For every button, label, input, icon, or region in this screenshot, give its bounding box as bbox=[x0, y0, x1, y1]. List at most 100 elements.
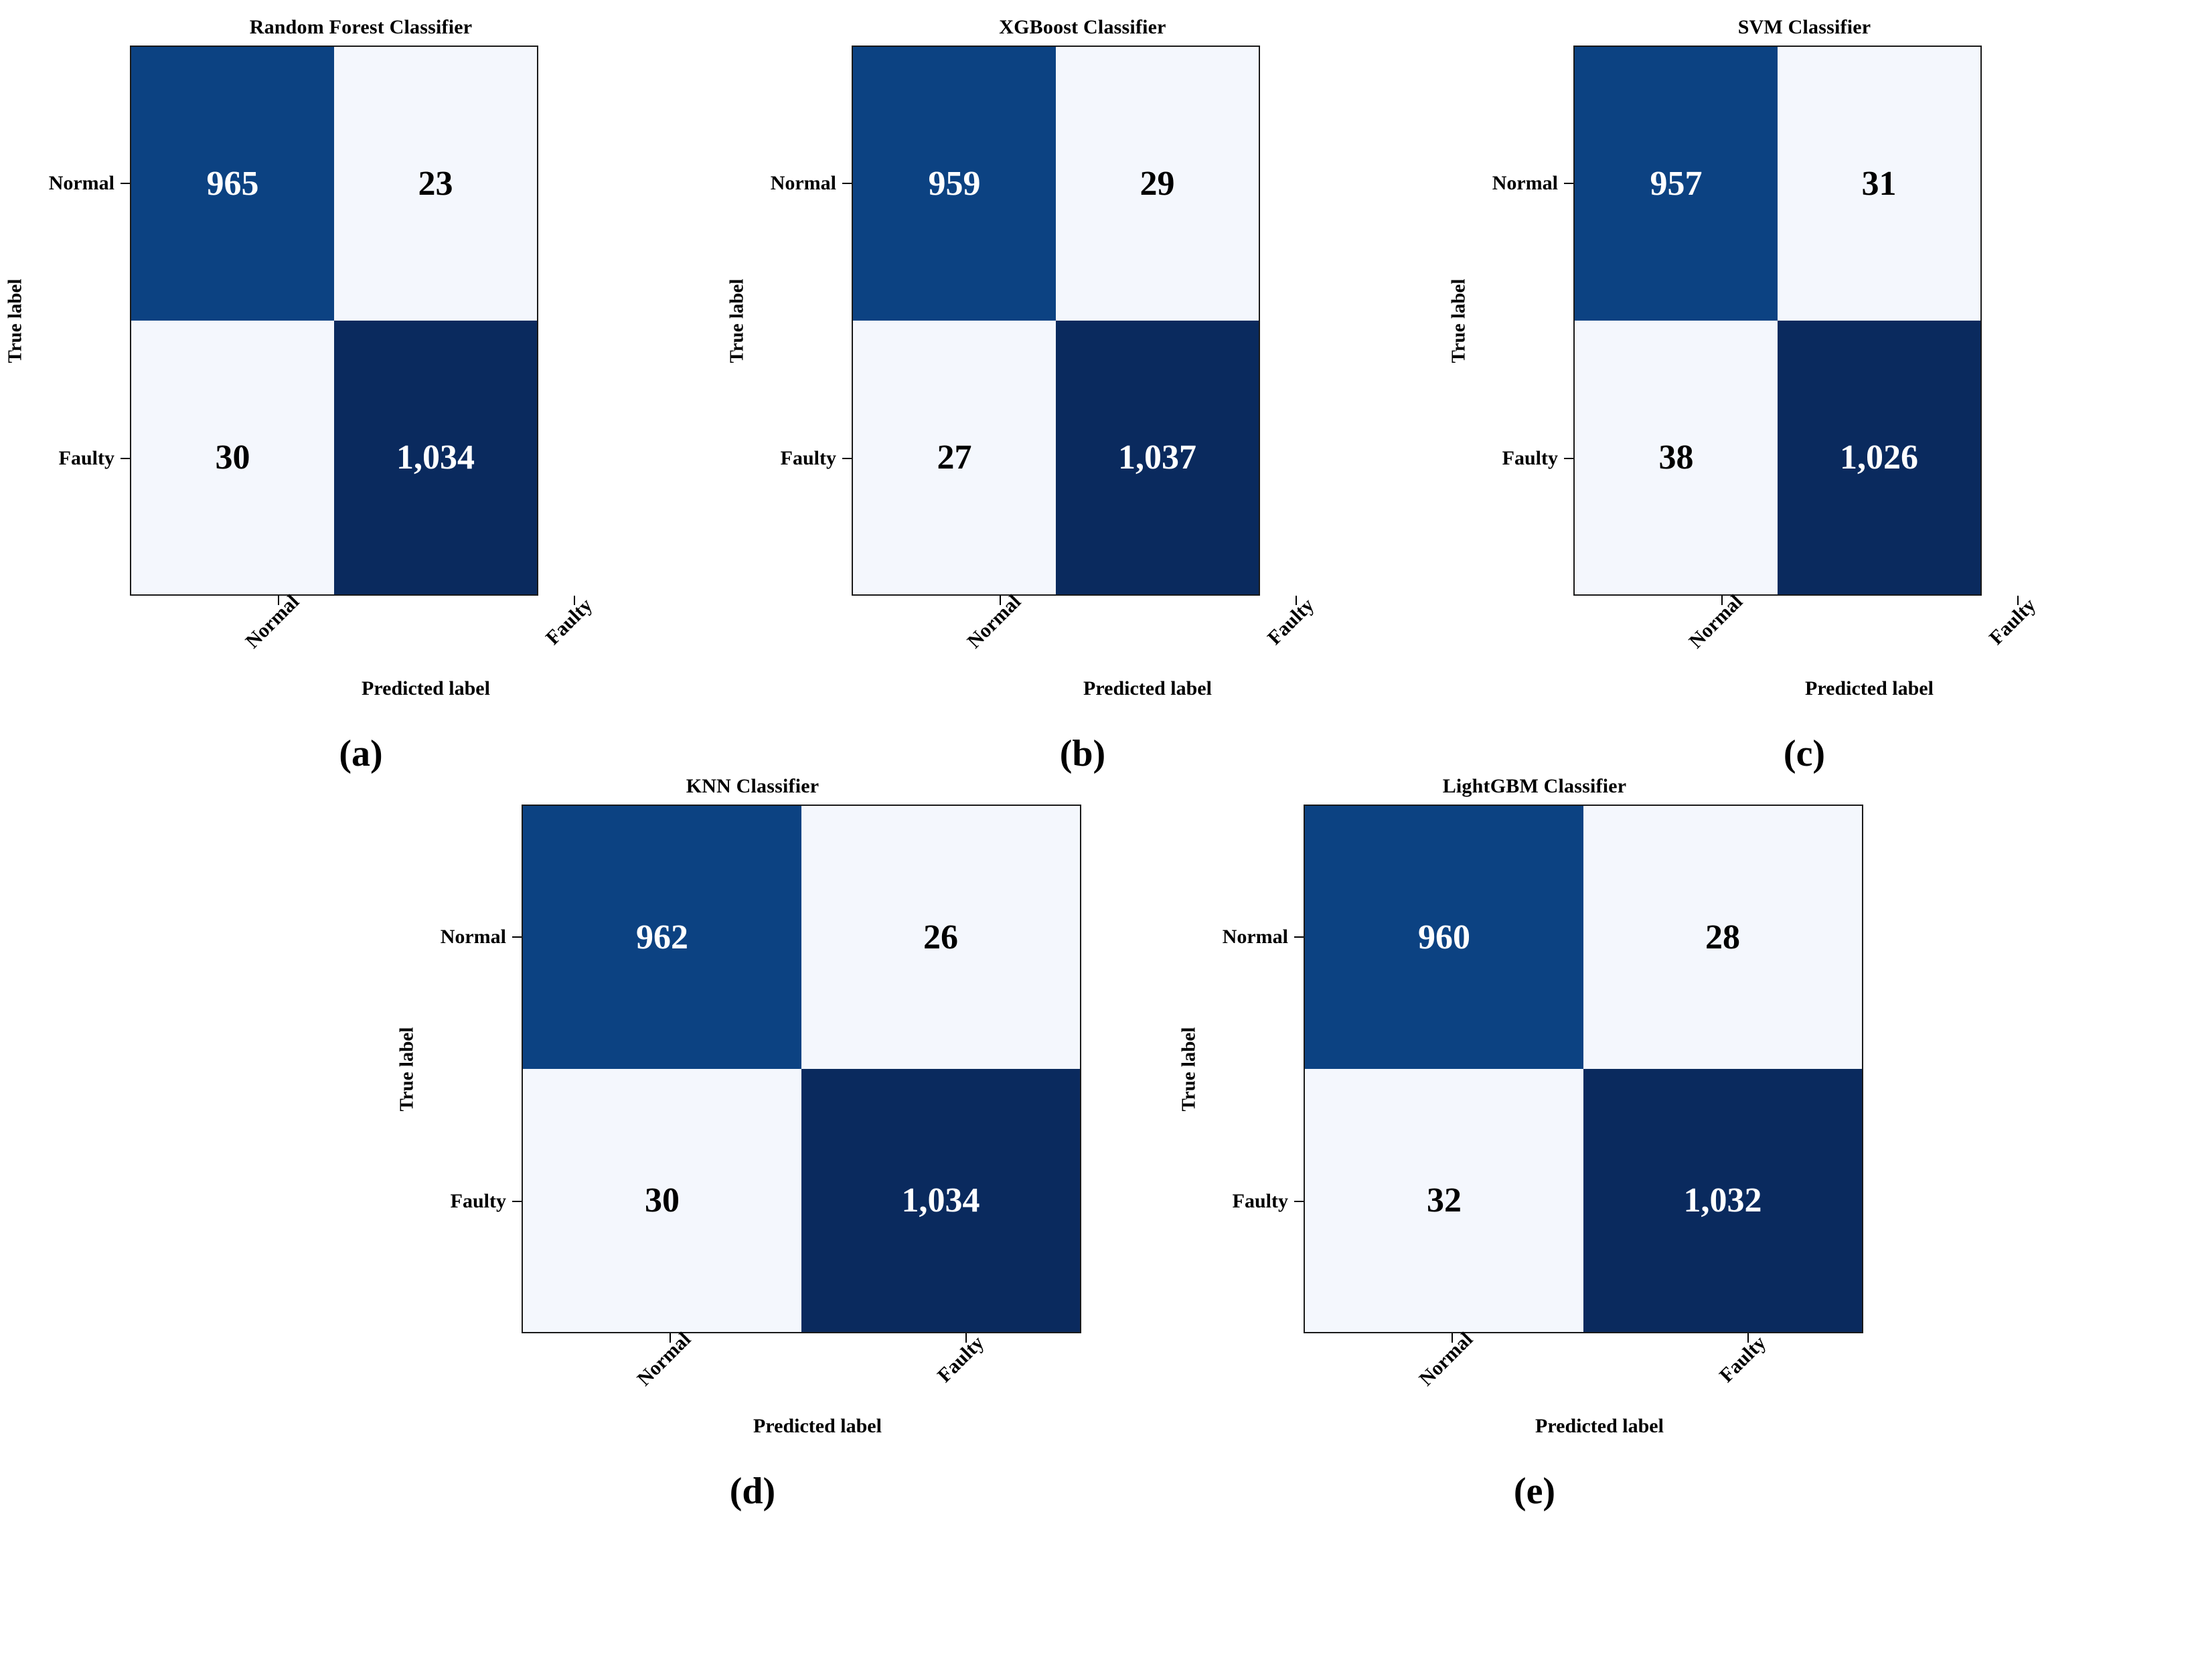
matrix-cell-normal-faulty: 26 bbox=[801, 806, 1080, 1069]
x-tick-mark-icon bbox=[278, 596, 279, 605]
matrix-cell-faulty-normal: 30 bbox=[523, 1069, 801, 1332]
x-tick-faulty: Faulty bbox=[1869, 594, 2165, 676]
x-tick-label-faulty: Faulty bbox=[1984, 594, 2041, 649]
confusion-matrix-panel-lightgbm: LightGBM Classifier True label Normal Fa… bbox=[1174, 775, 1895, 1513]
x-axis: Normal Faulty Predicted label bbox=[1443, 590, 2165, 700]
y-tick-labels: Normal Faulty bbox=[1474, 46, 1573, 596]
panel-title: LightGBM Classifier bbox=[1442, 775, 1627, 797]
matrix-cell-faulty-normal: 38 bbox=[1575, 321, 1778, 594]
plot-area: True label Normal Faulty 959 29 27 1,037 bbox=[722, 46, 1443, 596]
x-tick-faulty: Faulty bbox=[1599, 1332, 1895, 1414]
plot-area: True label Normal Faulty 957 31 38 1,026 bbox=[1443, 46, 2165, 596]
matrix-cell-faulty-faulty: 1,026 bbox=[1778, 321, 1980, 594]
x-axis-label: Predicted label bbox=[753, 1415, 882, 1437]
panel-title: Random Forest Classifier bbox=[249, 16, 473, 38]
x-tick-label-faulty: Faulty bbox=[933, 1331, 989, 1387]
x-tick-mark-icon bbox=[1452, 1333, 1453, 1343]
plot-area: True label Normal Faulty 962 26 30 1,034 bbox=[392, 805, 1113, 1333]
confusion-matrix-row-bottom: KNN Classifier True label Normal Faulty … bbox=[392, 775, 2192, 1513]
x-tick-label-normal: Normal bbox=[241, 590, 304, 653]
matrix-cell-faulty-normal: 27 bbox=[853, 321, 1056, 594]
y-tick-labels: Normal Faulty bbox=[31, 46, 130, 596]
subfigure-caption: (a) bbox=[339, 733, 383, 774]
y-tick-labels: Normal Faulty bbox=[1204, 805, 1304, 1333]
x-tick-labels: Normal Faulty bbox=[852, 590, 1443, 676]
x-tick-mark-icon bbox=[1000, 596, 1001, 605]
x-tick-label-normal: Normal bbox=[1415, 1328, 1478, 1391]
matrix-cell-faulty-faulty: 1,037 bbox=[1056, 321, 1259, 594]
confusion-matrix-panel-knn: KNN Classifier True label Normal Faulty … bbox=[392, 775, 1113, 1513]
y-tick-label-normal: Normal bbox=[1492, 172, 1573, 195]
x-tick-label-normal: Normal bbox=[633, 1328, 696, 1391]
x-tick-normal: Normal bbox=[1573, 590, 1869, 676]
x-tick-faulty: Faulty bbox=[1148, 594, 1443, 676]
subfigure-caption: (c) bbox=[1783, 733, 1826, 774]
matrix-cell-normal-faulty: 28 bbox=[1583, 806, 1862, 1069]
y-axis-label-cell: True label bbox=[1443, 46, 1474, 596]
matrix-cell-faulty-faulty: 1,032 bbox=[1583, 1069, 1862, 1332]
x-tick-labels: Normal Faulty bbox=[1573, 590, 2165, 676]
x-tick-labels: Normal Faulty bbox=[130, 590, 722, 676]
confusion-matrix-grid: 957 31 38 1,026 bbox=[1573, 46, 1982, 596]
confusion-matrix-grid: 965 23 30 1,034 bbox=[130, 46, 538, 596]
confusion-matrix-panel-svm: SVM Classifier True label Normal Faulty … bbox=[1443, 16, 2165, 775]
y-axis-label: True label bbox=[1447, 278, 1470, 363]
matrix-cell-normal-normal: 960 bbox=[1305, 806, 1583, 1069]
x-axis-label: Predicted label bbox=[1535, 1415, 1664, 1437]
confusion-matrix-grid: 959 29 27 1,037 bbox=[852, 46, 1260, 596]
matrix-cell-normal-normal: 959 bbox=[853, 47, 1056, 321]
x-axis: Normal Faulty Predicted label bbox=[0, 590, 722, 700]
x-axis: Normal Faulty Predicted label bbox=[1174, 1328, 1895, 1438]
confusion-matrix-grid: 962 26 30 1,034 bbox=[522, 805, 1081, 1333]
y-tick-labels: Normal Faulty bbox=[422, 805, 522, 1333]
x-tick-label-faulty: Faulty bbox=[1263, 594, 1319, 649]
x-tick-normal: Normal bbox=[852, 590, 1148, 676]
y-tick-label-normal: Normal bbox=[49, 172, 130, 195]
x-tick-mark-icon bbox=[670, 1333, 671, 1343]
subfigure-caption: (e) bbox=[1513, 1471, 1556, 1512]
matrix-cell-faulty-normal: 30 bbox=[131, 321, 334, 594]
x-axis-label: Predicted label bbox=[1083, 677, 1212, 699]
x-tick-mark-icon bbox=[1747, 1333, 1749, 1343]
x-tick-mark-icon bbox=[965, 1333, 967, 1343]
x-tick-normal: Normal bbox=[1304, 1328, 1599, 1414]
y-axis-label-cell: True label bbox=[1174, 805, 1204, 1333]
y-tick-label-faulty: Faulty bbox=[59, 447, 130, 470]
y-tick-label-faulty: Faulty bbox=[781, 447, 852, 470]
x-axis-label: Predicted label bbox=[362, 677, 490, 699]
confusion-matrix-grid: 960 28 32 1,032 bbox=[1304, 805, 1863, 1333]
x-tick-mark-icon bbox=[1296, 596, 1297, 605]
y-axis-label: True label bbox=[1178, 1027, 1200, 1111]
x-tick-faulty: Faulty bbox=[426, 594, 722, 676]
matrix-cell-normal-normal: 957 bbox=[1575, 47, 1778, 321]
x-tick-normal: Normal bbox=[130, 590, 426, 676]
y-tick-label-normal: Normal bbox=[771, 172, 852, 195]
y-tick-label-normal: Normal bbox=[441, 926, 522, 948]
matrix-cell-faulty-faulty: 1,034 bbox=[334, 321, 537, 594]
confusion-matrix-panel-random-forest: Random Forest Classifier True label Norm… bbox=[0, 16, 722, 775]
y-axis-label-cell: True label bbox=[392, 805, 422, 1333]
x-tick-labels: Normal Faulty bbox=[1304, 1328, 1895, 1414]
x-axis: Normal Faulty Predicted label bbox=[722, 590, 1443, 700]
x-tick-faulty: Faulty bbox=[817, 1331, 1113, 1414]
y-tick-labels: Normal Faulty bbox=[753, 46, 852, 596]
x-tick-label-normal: Normal bbox=[1685, 590, 1747, 653]
y-axis-label-cell: True label bbox=[0, 46, 31, 596]
x-tick-labels: Normal Faulty bbox=[522, 1328, 1113, 1414]
y-tick-label-faulty: Faulty bbox=[1502, 447, 1573, 470]
panel-title: SVM Classifier bbox=[1737, 16, 1871, 38]
matrix-cell-normal-faulty: 29 bbox=[1056, 47, 1259, 321]
subfigure-caption: (b) bbox=[1059, 733, 1106, 774]
matrix-cell-faulty-faulty: 1,034 bbox=[801, 1069, 1080, 1332]
x-tick-mark-icon bbox=[2017, 596, 2019, 605]
x-tick-mark-icon bbox=[574, 596, 575, 605]
y-tick-label-faulty: Faulty bbox=[1233, 1190, 1304, 1213]
panel-title: KNN Classifier bbox=[686, 775, 819, 797]
x-axis-label: Predicted label bbox=[1805, 677, 1934, 699]
confusion-matrix-row-top: Random Forest Classifier True label Norm… bbox=[0, 0, 2192, 775]
plot-area: True label Normal Faulty 965 23 30 1,034 bbox=[0, 46, 722, 596]
y-axis-label: True label bbox=[726, 278, 748, 363]
plot-area: True label Normal Faulty 960 28 32 1,032 bbox=[1174, 805, 1895, 1333]
y-tick-label-faulty: Faulty bbox=[451, 1190, 522, 1213]
panel-title: XGBoost Classifier bbox=[999, 16, 1166, 38]
